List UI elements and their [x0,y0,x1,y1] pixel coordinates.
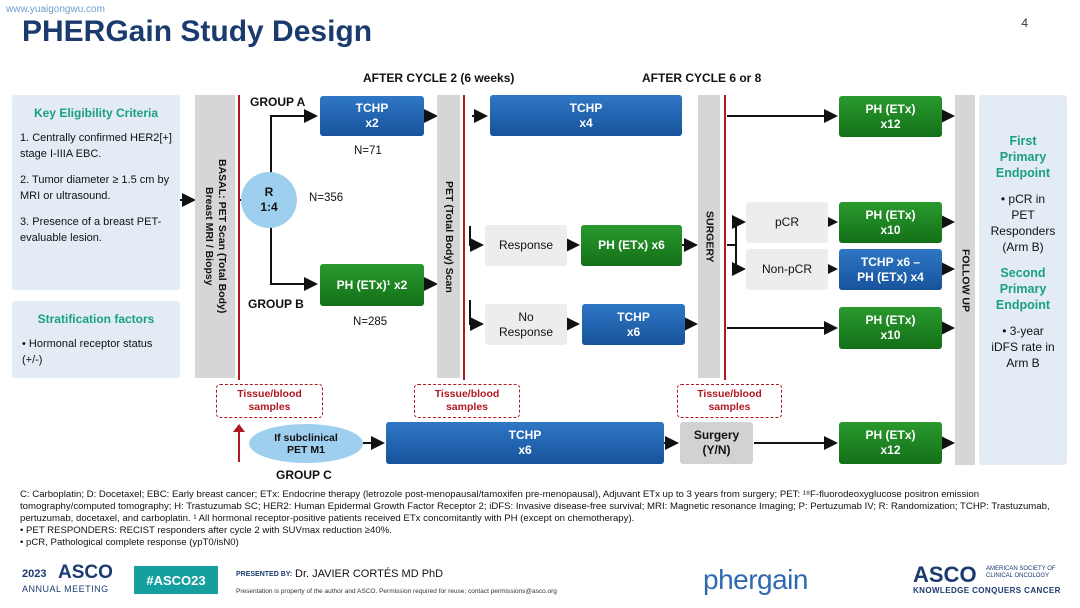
response-ph-x6: PH (ETx) x6 [581,225,682,266]
no-response-tchp-x6: TCHP x6 [582,304,685,345]
endpoints-panel: First Primary Endpoint • pCR in PET Resp… [979,95,1067,465]
pcr-label: pCR [746,202,828,243]
group-c-oval: If subclinical PET M1 [249,424,363,463]
eligibility-heading: Key Eligibility Criteria [33,106,159,120]
group-c-label: GROUP C [276,468,332,482]
annual-meeting: ANNUAL MEETING [22,584,109,594]
footnote-pcr: • pCR, Pathological complete response (y… [20,537,239,548]
slide-number: 4 [1021,16,1028,30]
first-endpoint-heading: First Primary Endpoint [995,134,1051,180]
samples-basal: Tissue/blood samples [216,384,323,418]
red-line-pet [463,95,465,380]
asco-logo-right: ASCO [913,562,977,587]
asco-society-name: AMERICAN SOCIETY OF CLINICAL ONCOLOGY [986,566,1056,579]
no-response-ph-x10: PH (ETx) x10 [839,307,942,349]
eligibility-item-2: 2. Tumor diameter ≥ 1.5 cm by MRI or ult… [20,174,170,202]
phergain-logo: phergain [703,564,808,595]
follow-up-bar: FOLLOW UP [955,95,975,465]
surgery-bar-label: SURGERY [703,210,716,263]
group-c-surgery: Surgery (Y/N) [680,422,753,464]
footnote-abbreviations: C: Carboplatin; D: Docetaxel; EBC: Early… [20,489,1050,524]
red-line-surgery [724,95,726,380]
response-label: Response [485,225,567,266]
permission-notice: Presentation is property of the author a… [236,588,557,595]
footnotes: C: Carboplatin; D: Docetaxel; EBC: Early… [20,489,1068,549]
no-response-label: No Response [485,304,567,345]
second-endpoint-heading: Second Primary Endpoint [995,266,1051,312]
group-a-ph-x12: PH (ETx) x12 [839,96,942,137]
stratification-panel: Stratification factors • Hormonal recept… [12,301,180,378]
presented-by-label: PRESENTED BY: [236,571,293,578]
group-c-tchp-x6: TCHP x6 [386,422,664,464]
pcr-ph-x10: PH (ETx) x10 [839,202,942,243]
stratification-heading: Stratification factors [37,312,155,326]
asco-tagline: KNOWLEDGE CONQUERS CANCER [913,586,1061,595]
group-b-n: N=285 [353,316,388,328]
group-a-tchp-x4: TCHP x4 [490,95,682,136]
samples-pet: Tissue/blood samples [414,384,520,418]
randomization-n: N=356 [309,192,344,204]
group-b-label: GROUP B [248,297,304,311]
basal-bar-label: BASAL: PET Scan (Total Body) Breast MRI … [203,159,228,314]
surgery-bar: SURGERY [698,95,720,378]
stratification-item: • Hormonal receptor status (+/-) [22,338,153,366]
meeting-year: 2023 [22,568,47,580]
non-pcr-tchp-ph: TCHP x6 – PH (ETx) x4 [839,249,942,290]
samples-surgery: Tissue/blood samples [677,384,782,418]
red-line-basal [238,95,240,380]
non-pcr-label: Non-pCR [746,249,828,290]
group-a-n: N=71 [354,145,382,157]
slide-title: PHERGain Study Design [22,15,373,48]
asco-logo-left: ASCO [58,562,113,583]
group-a-tchp-x2: TCHP x2 [320,96,424,136]
pet-scan-bar-label: PET (Total Body) Scan [443,180,455,293]
header-after-cycle-6: AFTER CYCLE 6 or 8 [642,71,762,85]
group-c-ph-x12: PH (ETx) x12 [839,422,942,464]
pet-scan-bar: PET (Total Body) Scan [437,95,460,378]
group-a-label: GROUP A [250,95,306,109]
flow-arrows [180,109,955,462]
watermark: www.yuaigongwu.com [6,4,105,15]
header-after-cycle-2: AFTER CYCLE 2 (6 weeks) [363,71,515,85]
eligibility-item-3: 3. Presence of a breast PET-evaluable le… [20,216,162,244]
basal-bar: BASAL: PET Scan (Total Body) Breast MRI … [195,95,235,378]
first-endpoint-text: • pCR in PET Responders (Arm B) [990,192,1056,254]
hashtag-badge: #ASCO23 [134,566,218,594]
group-b-ph-x2: PH (ETx)¹ x2 [320,264,424,306]
eligibility-item-1: 1. Centrally confirmed HER2[+] stage I-I… [20,132,172,160]
eligibility-panel: Key Eligibility Criteria 1. Centrally co… [12,95,180,290]
footnote-pet-responders: • PET RESPONDERS: RECIST responders afte… [20,525,392,536]
second-endpoint-text: • 3-year iDFS rate in Arm B [991,324,1055,370]
follow-up-bar-label: FOLLOW UP [959,248,972,312]
randomization-circle: R 1:4 [241,172,297,228]
presenter-name: Dr. JAVIER CORTÉS MD PhD [295,568,444,580]
